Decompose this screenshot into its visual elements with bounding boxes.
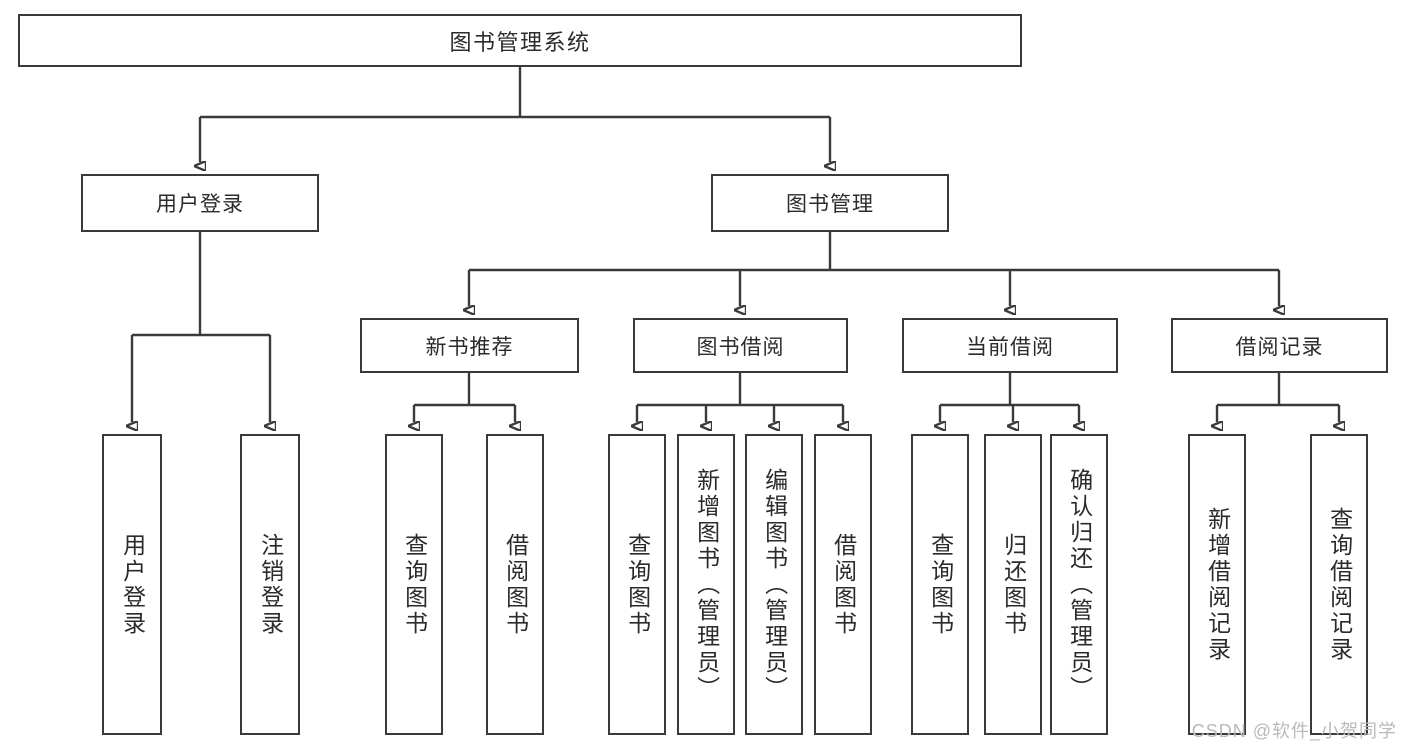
leaf-borrow-book[interactable]: 借阅图书 — [814, 434, 872, 735]
leaf-logout[interactable]: 注销登录 — [240, 434, 300, 735]
leaf-query-book-current[interactable]: 查询图书 — [911, 434, 969, 735]
leaf-borrow-book-recommend[interactable]: 借阅图书 — [486, 434, 544, 735]
leaf-user-login[interactable]: 用户登录 — [102, 434, 162, 735]
node-borrow-record[interactable]: 借阅记录 — [1171, 318, 1388, 373]
leaf-query-book-recommend[interactable]: 查询图书 — [385, 434, 443, 735]
node-book-borrow[interactable]: 图书借阅 — [633, 318, 848, 373]
leaf-add-borrow-record[interactable]: 新增借阅记录 — [1188, 434, 1246, 735]
leaf-return-book[interactable]: 归还图书 — [984, 434, 1042, 735]
node-user-login[interactable]: 用户登录 — [81, 174, 319, 232]
leaf-edit-book-admin[interactable]: 编辑图书（管理员） — [745, 434, 803, 735]
leaf-add-book-admin[interactable]: 新增图书（管理员） — [677, 434, 735, 735]
leaf-query-borrow-record[interactable]: 查询借阅记录 — [1310, 434, 1368, 735]
leaf-confirm-return-admin[interactable]: 确认归还（管理员） — [1050, 434, 1108, 735]
leaf-query-book-borrow[interactable]: 查询图书 — [608, 434, 666, 735]
node-root[interactable]: 图书管理系统 — [18, 14, 1022, 67]
node-new-book-recommend[interactable]: 新书推荐 — [360, 318, 579, 373]
watermark-text: CSDN @软件_小贺同学 — [1191, 721, 1397, 741]
node-current-borrow[interactable]: 当前借阅 — [902, 318, 1118, 373]
node-book-management[interactable]: 图书管理 — [711, 174, 949, 232]
